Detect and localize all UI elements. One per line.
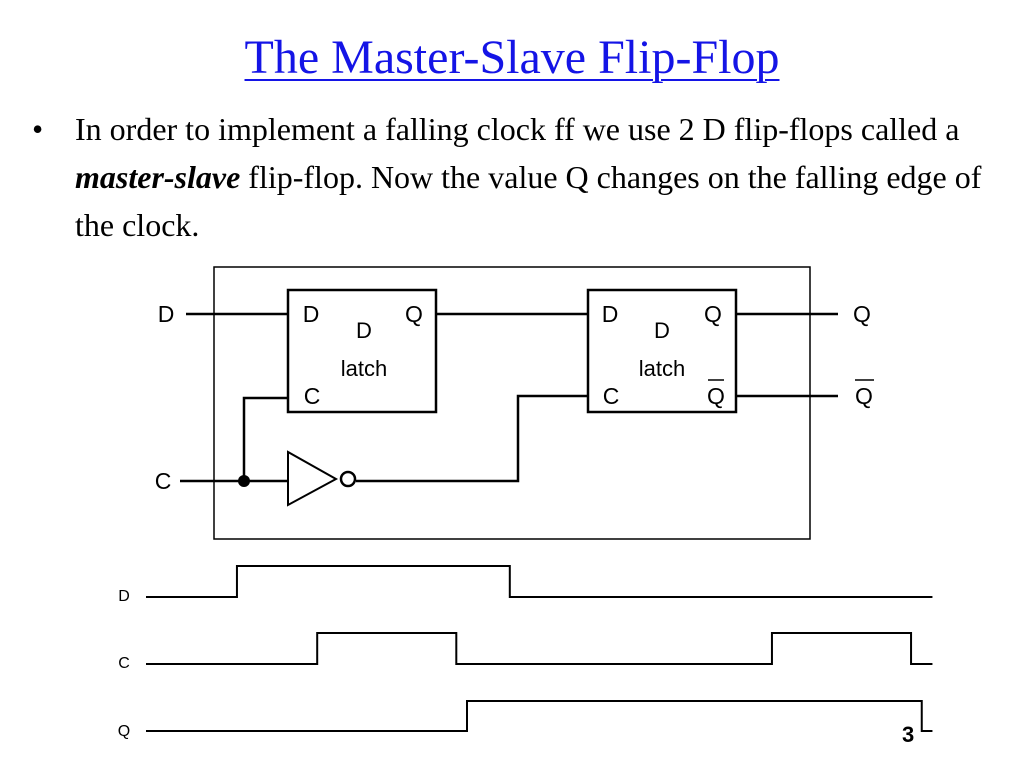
master-pin-d: D <box>303 301 320 327</box>
master-latch-name-1: D <box>356 318 372 343</box>
timing-label-q: Q <box>118 723 130 740</box>
bullet-text-before: In order to implement a falling clock ff… <box>75 111 960 147</box>
input-d-label: D <box>158 301 175 327</box>
output-qbar-label: Q <box>855 383 873 409</box>
waveform-q <box>146 700 933 732</box>
bullet-item: • In order to implement a falling clock … <box>32 105 992 249</box>
inverter-bubble <box>339 470 357 488</box>
slide-title: The Master-Slave Flip-Flop <box>244 31 780 84</box>
junction-dot <box>238 475 250 487</box>
output-q-label: Q <box>853 301 871 327</box>
master-pin-q: Q <box>405 301 423 327</box>
bullet-text-after: flip-flop. Now the value Q changes on th… <box>75 159 982 243</box>
master-latch-box <box>286 288 438 414</box>
slave-latch-name-2: latch <box>639 356 685 381</box>
bullet-emphasis: master-slave <box>75 159 241 195</box>
circuit-frame <box>213 266 811 540</box>
waveform-c <box>146 632 933 665</box>
slave-pin-qbar: Q <box>707 383 725 409</box>
wire-clock-to-master-c <box>242 396 288 481</box>
timing-diagram: D C Q <box>118 565 933 740</box>
slide-number: 3 <box>902 722 915 747</box>
timing-label-d: D <box>118 588 130 605</box>
slave-pin-d: D <box>602 301 619 327</box>
bullet-dot: • <box>32 111 44 147</box>
slave-latch-box <box>586 288 738 414</box>
slave-pin-c: C <box>603 383 620 409</box>
waveform-d <box>146 565 933 598</box>
slave-pin-q: Q <box>704 301 722 327</box>
circuit-diagram <box>180 266 874 540</box>
wire-inverter-to-slave-c <box>356 394 588 483</box>
slave-latch-name-1: D <box>654 318 670 343</box>
timing-label-c: C <box>118 655 130 672</box>
inverter-triangle <box>287 450 339 507</box>
input-c-label: C <box>155 468 172 494</box>
master-latch-name-2: latch <box>341 356 387 381</box>
bullet-list: • In order to implement a falling clock … <box>32 105 992 249</box>
master-pin-c: C <box>304 383 321 409</box>
